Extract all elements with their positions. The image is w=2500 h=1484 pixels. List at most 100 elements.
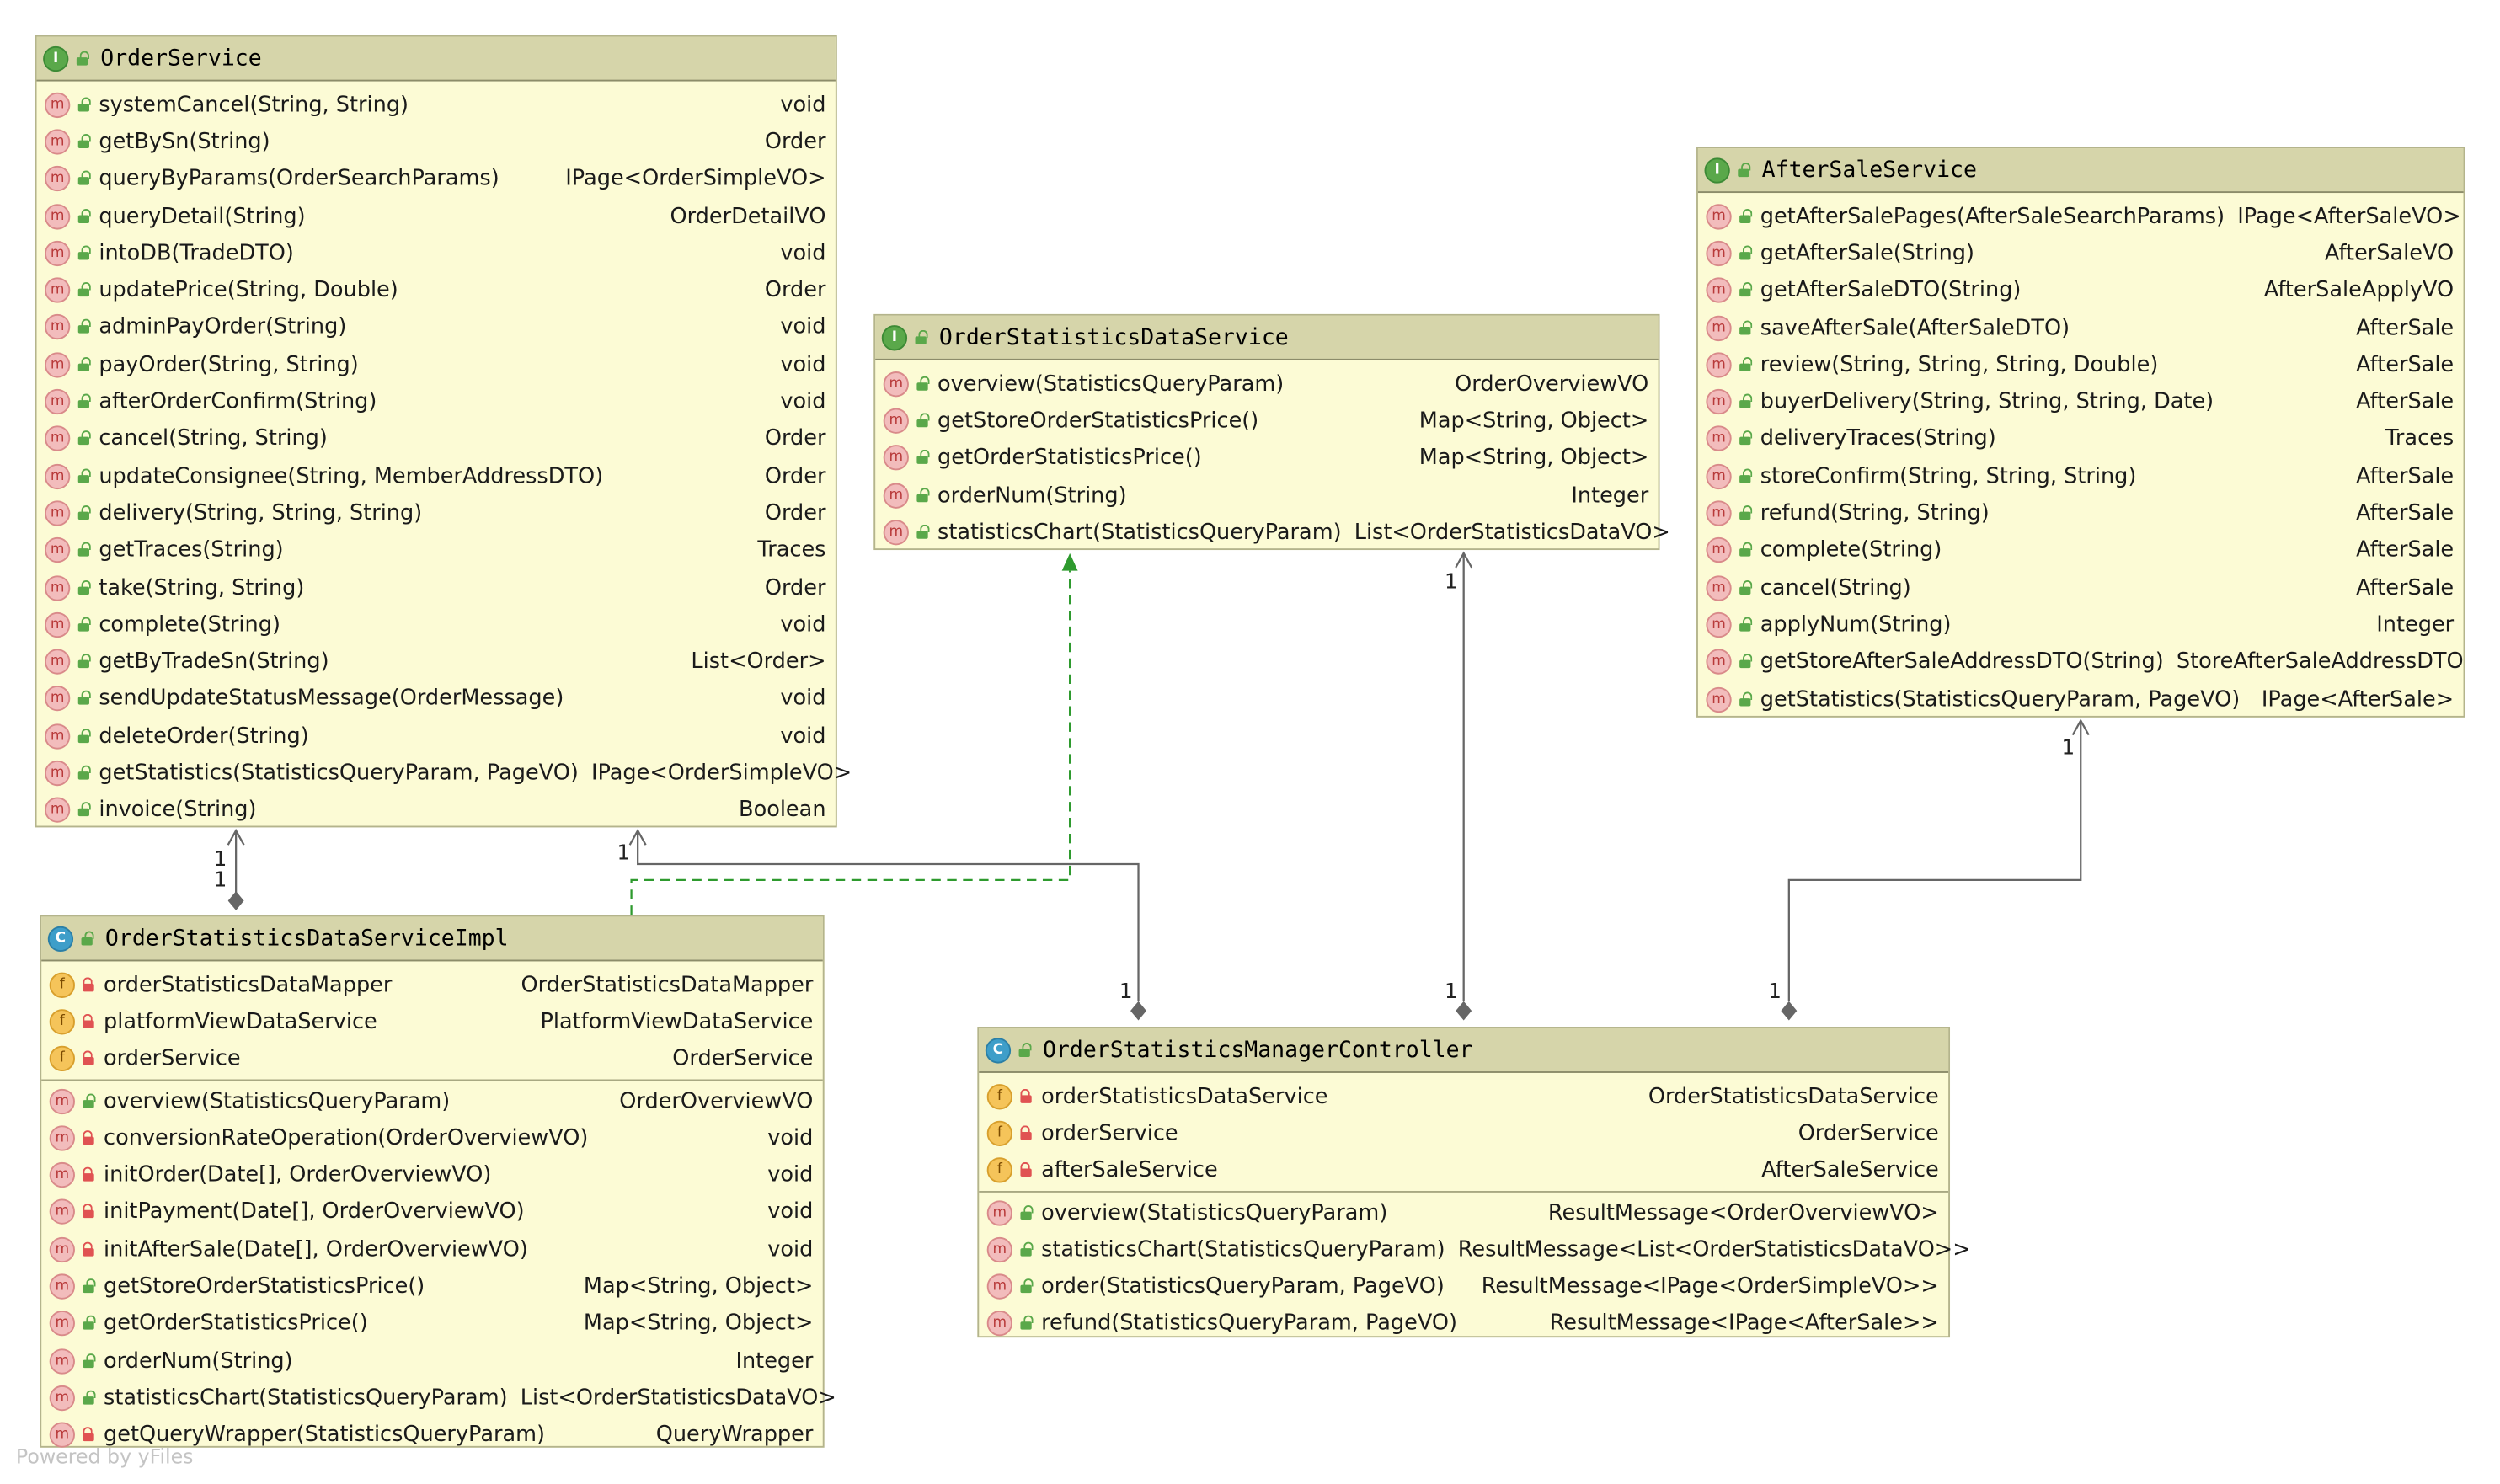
method-signature: systemCancel(String, String) bbox=[99, 92, 409, 118]
method-signature: statisticsChart(StatisticsQueryParam) bbox=[1041, 1236, 1445, 1262]
method-icon: m bbox=[1706, 426, 1732, 452]
public-lock-icon bbox=[1738, 467, 1754, 484]
public-lock-icon bbox=[77, 504, 93, 521]
method-signature: adminPayOrder(String) bbox=[99, 314, 347, 340]
open-arrowhead bbox=[628, 828, 647, 846]
method-signature: getStoreAfterSaleAddressDTO(String) bbox=[1760, 649, 2164, 675]
method-icon: m bbox=[45, 760, 71, 787]
return-type: Map<String, Object> bbox=[1418, 445, 1649, 471]
box-title: OrderStatisticsDataService bbox=[938, 324, 1289, 350]
method-signature: getOrderStatisticsPrice() bbox=[104, 1311, 368, 1337]
method-signature: cancel(String) bbox=[1760, 574, 1911, 601]
realization-edge bbox=[630, 570, 1071, 915]
composition-diamond bbox=[227, 891, 244, 910]
field-name: orderStatisticsDataService bbox=[1041, 1083, 1328, 1109]
multiplicity-label: 1 bbox=[1119, 980, 1133, 1005]
method-icon: m bbox=[883, 519, 909, 546]
public-lock-icon bbox=[1738, 691, 1754, 707]
box-title: OrderService bbox=[100, 45, 262, 72]
return-type: IPage<OrderSimpleVO> bbox=[565, 166, 826, 192]
return-type: AfterSale bbox=[2356, 574, 2455, 601]
return-type: OrderOverviewVO bbox=[1455, 371, 1649, 397]
public-lock-icon bbox=[1738, 579, 1754, 595]
method-icon: m bbox=[45, 425, 71, 452]
method-signature: getStatistics(StatisticsQueryParam, Page… bbox=[1760, 686, 2241, 713]
method-icon: m bbox=[49, 1199, 75, 1225]
return-type: Order bbox=[764, 129, 826, 155]
public-lock-icon bbox=[1736, 162, 1752, 178]
public-lock-icon bbox=[1738, 319, 1754, 336]
return-type: void bbox=[767, 1236, 814, 1262]
method-signature: getBySn(String) bbox=[99, 129, 270, 155]
field-type: PlatformViewDataService bbox=[540, 1009, 814, 1035]
public-lock-icon bbox=[77, 802, 93, 819]
public-lock-icon bbox=[82, 1390, 98, 1406]
method-signature: deliveryTraces(String) bbox=[1760, 426, 1996, 452]
